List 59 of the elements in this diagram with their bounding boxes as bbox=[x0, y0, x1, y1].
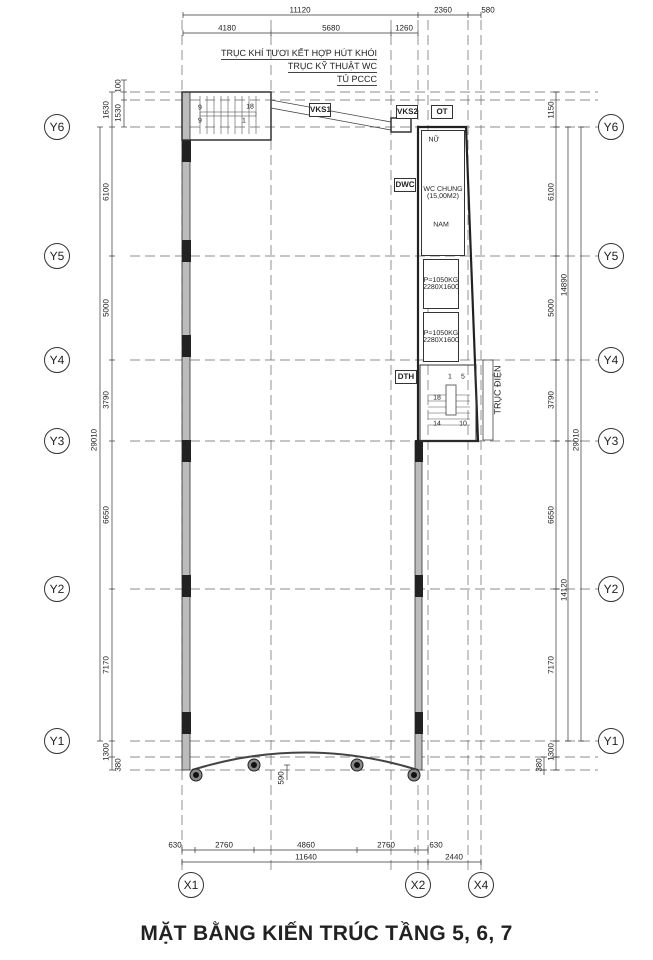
room-tag: DTH bbox=[395, 370, 417, 384]
dimension-value: 14890 bbox=[560, 274, 568, 296]
shaft-note: TRỤC KỸ THUẬT WC bbox=[288, 61, 377, 73]
grid-axis-bubble: Y5 bbox=[598, 243, 624, 269]
dimension-value: 5000 bbox=[102, 299, 110, 317]
grid-axis-bubble: Y4 bbox=[598, 347, 624, 373]
grid-axis-bubble: Y4 bbox=[44, 347, 70, 373]
dimension-value: 29010 bbox=[90, 428, 98, 452]
dimension-value: 11640 bbox=[295, 852, 317, 862]
grid-axis-bubble: Y1 bbox=[598, 728, 624, 754]
grid-axis-bubble: Y6 bbox=[44, 114, 70, 140]
dimension-value: 6100 bbox=[102, 183, 110, 201]
room-tag: DWC bbox=[394, 178, 416, 192]
dimension-value: 2760 bbox=[215, 840, 233, 850]
grid-axis-bubble: Y3 bbox=[44, 428, 70, 454]
room-tag: OT bbox=[431, 105, 453, 119]
dimension-value: 1260 bbox=[395, 24, 413, 32]
dimension-value: 3790 bbox=[102, 391, 110, 409]
dimension-value: 1300 bbox=[102, 743, 110, 761]
grid-axis-bubble: Y6 bbox=[598, 114, 624, 140]
grid-axis-bubble: Y2 bbox=[44, 576, 70, 602]
dimension-value: 630 bbox=[429, 840, 443, 850]
dimension-value: 6650 bbox=[546, 506, 556, 524]
dimension-value: 5000 bbox=[546, 299, 556, 317]
dimension-value: 5680 bbox=[322, 24, 340, 32]
dimension-value: 630 bbox=[168, 840, 182, 850]
dimension-value: 1150 bbox=[546, 101, 556, 119]
dimension-value: 29010 bbox=[572, 428, 580, 452]
dimension-value: 3790 bbox=[546, 391, 556, 409]
grid-axis-bubble: X4 bbox=[468, 872, 494, 898]
dimension-value: 6100 bbox=[546, 183, 556, 201]
dimension-value: 1630 bbox=[102, 101, 110, 119]
grid-axis-bubble: Y5 bbox=[44, 243, 70, 269]
grid-axis-bubble: Y3 bbox=[598, 428, 624, 454]
dimension-value: 2760 bbox=[377, 840, 395, 850]
dimension-value: 7170 bbox=[102, 656, 110, 674]
dimension-value: 4180 bbox=[218, 24, 236, 32]
dimension-value: 6650 bbox=[102, 506, 110, 524]
grid-axis-bubble: Y1 bbox=[44, 728, 70, 754]
dimension-value: 14120 bbox=[560, 578, 568, 602]
dimension-value: 11120 bbox=[289, 6, 311, 14]
dimension-value: 4860 bbox=[297, 840, 315, 850]
dimension-value: 7170 bbox=[546, 656, 556, 674]
shaft-note: TRỤC KHÍ TƯƠI KẾT HỢP HÚT KHÓI bbox=[221, 48, 377, 60]
grid-axis-bubble: X2 bbox=[405, 872, 431, 898]
plan-label: TRỤC ĐIỆN bbox=[494, 366, 502, 414]
shaft-note: TỦ PCCC bbox=[337, 74, 377, 86]
dimension-value: 2440 bbox=[445, 852, 463, 862]
dimension-value: 1300 bbox=[546, 743, 556, 761]
plan-title: MẶT BẰNG KIẾN TRÚC TẦNG 5, 6, 7 bbox=[139, 922, 514, 946]
grid-axis-bubble: Y2 bbox=[598, 576, 624, 602]
dimension-value: 100 bbox=[114, 79, 122, 93]
dimension-value: 380 bbox=[534, 758, 544, 772]
grid-axis-bubble: X1 bbox=[178, 872, 204, 898]
dimension-value: 1530 bbox=[114, 104, 122, 122]
dimension-value: 380 bbox=[114, 758, 122, 772]
dimension-value: 580 bbox=[481, 6, 495, 14]
dimension-value: 590 bbox=[276, 771, 286, 785]
dimension-value: 2360 bbox=[434, 6, 452, 14]
